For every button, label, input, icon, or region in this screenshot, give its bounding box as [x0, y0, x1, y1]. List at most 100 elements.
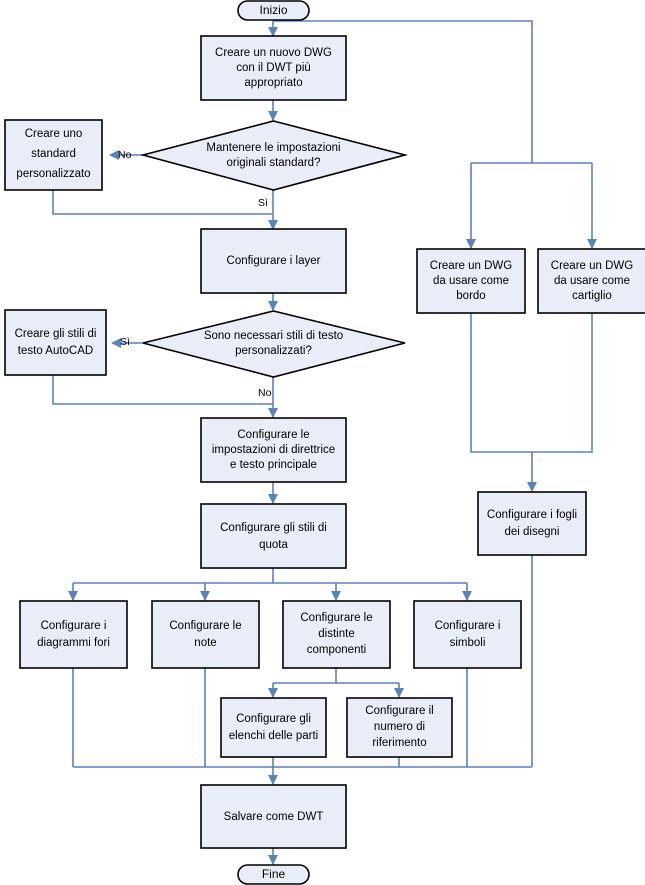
- node-stili-testo-autocad[interactable]: Creare gli stili di testo AutoCAD: [4, 309, 107, 376]
- node-end[interactable]: Fine: [237, 864, 310, 885]
- dwg-bordo-line-1: Creare un DWG: [430, 260, 512, 272]
- arrowhead-dwg-cartiglio: [587, 239, 597, 249]
- arrowhead-simboli: [462, 591, 472, 601]
- fogli-disegni-line-1: Configurare i fogli: [487, 509, 577, 521]
- dwg-bordo-shape: [416, 248, 526, 314]
- numero-riferimento-shape: [346, 697, 453, 758]
- mantenere-impostazioni-shape: [139, 120, 409, 191]
- mantenere-impostazioni-line-2: originali standard?: [227, 157, 321, 169]
- edge-stili-testo-to-direttrice: [52, 375, 273, 405]
- edge-label-no-2: No: [258, 387, 272, 399]
- arrowhead-standard-personalizzato: [109, 150, 119, 160]
- node-simboli[interactable]: Configurare i simboli: [413, 600, 522, 669]
- arrowhead-decision1: [268, 111, 278, 121]
- distinte-componenti-shape: [282, 600, 391, 669]
- standard-personalizzato-line-3: personalizzato: [16, 168, 90, 180]
- elenchi-parti-line-1: Configurare gli: [236, 713, 311, 725]
- node-fogli-disegni[interactable]: Configurare i fogli dei disegni: [477, 491, 587, 556]
- edge-bottom-merge-bar: [72, 668, 532, 784]
- nuovo-dwg-line-2: con il DWT più: [236, 62, 311, 74]
- end-label: Fine: [262, 867, 286, 881]
- edge-label-layer: No Sì Sì No: [118, 149, 272, 399]
- end-terminator-shape: [237, 864, 310, 885]
- node-dwg-bordo[interactable]: Creare un DWG da usare come bordo: [416, 248, 526, 314]
- arrowhead-stili-quota: [268, 494, 278, 504]
- node-stili-quota[interactable]: Configurare gli stili di quota: [200, 503, 347, 569]
- dwg-cartiglio-shape: [537, 248, 645, 314]
- node-note[interactable]: Configurare le note: [151, 600, 260, 669]
- node-direttrice-testo[interactable]: Configurare le impostazioni di direttric…: [200, 417, 347, 483]
- node-mantenere-impostazioni[interactable]: Mantenere le impostazioni originali stan…: [139, 120, 409, 191]
- node-diagrammi-fori[interactable]: Configurare i diagrammi fori: [19, 600, 128, 669]
- node-standard-personalizzato[interactable]: Creare uno standard personalizzato: [4, 119, 103, 191]
- node-dwg-cartiglio[interactable]: Creare un DWG da usare come cartiglio: [537, 248, 645, 314]
- stili-testo-autocad-line-2: testo AutoCAD: [18, 345, 93, 357]
- elenchi-parti-line-2: elenchi delle parti: [229, 730, 319, 742]
- node-elenchi-parti[interactable]: Configurare gli elenchi delle parti: [220, 697, 327, 758]
- dwg-bordo-line-3: bordo: [456, 290, 485, 302]
- standard-personalizzato-line-1: Creare uno: [25, 128, 83, 140]
- arrowhead-stili-testo-autocad: [111, 338, 121, 348]
- arrowhead-dwg-bordo: [466, 239, 476, 249]
- fogli-disegni-shape: [477, 491, 587, 556]
- node-configurare-layer[interactable]: Configurare i layer: [200, 228, 347, 294]
- arrowhead-fine: [268, 855, 278, 865]
- arrowhead-elenchi-parti: [268, 688, 278, 698]
- stili-testo-autocad-line-1: Creare gli stili di: [15, 328, 97, 340]
- arrowhead-direttrice: [268, 408, 278, 418]
- arrowhead-decision2: [268, 301, 278, 311]
- standard-personalizzato-line-2: standard: [31, 148, 76, 160]
- distinte-componenti-line-2: distinte: [318, 628, 354, 640]
- arrowhead-fogli-disegni: [527, 482, 537, 492]
- direttrice-testo-line-1: Configurare le: [237, 429, 309, 441]
- node-salvare-dwt[interactable]: Salvare come DWT: [200, 784, 347, 849]
- dwg-cartiglio-line-2: da usare come: [554, 275, 630, 287]
- diagrammi-fori-shape: [19, 600, 128, 669]
- nuovo-dwg-line-3: appropriato: [244, 77, 302, 89]
- edge-distinte-fanout: [272, 668, 400, 697]
- numero-riferimento-line-2: numero di: [374, 721, 425, 733]
- salvare-dwt-line-1: Salvare come DWT: [224, 811, 324, 823]
- dwg-cartiglio-line-1: Creare un DWG: [551, 260, 633, 272]
- arrowhead-numero-riferimento: [394, 688, 404, 698]
- edge-dwg-merge-to-fogli: [470, 313, 593, 491]
- start-label: Inizio: [259, 3, 287, 17]
- node-distinte-componenti[interactable]: Configurare le distinte componenti: [282, 600, 391, 669]
- numero-riferimento-line-1: Configurare il: [365, 705, 433, 717]
- dwg-bordo-line-2: da usare come: [433, 275, 509, 287]
- edge-quota-fanout: [72, 568, 468, 600]
- note-line-2: note: [194, 637, 216, 649]
- edge-start-to-right-branch: [273, 20, 593, 248]
- arrowhead-configurare-layer: [268, 220, 278, 230]
- note-shape: [151, 600, 260, 669]
- note-line-1: Configurare le: [169, 620, 241, 632]
- arrowhead-note: [200, 591, 210, 601]
- diagrammi-fori-line-2: diagrammi fori: [37, 637, 110, 649]
- stili-testo-necessari-line-2: personalizzati?: [235, 345, 312, 357]
- stili-quota-shape: [200, 503, 347, 569]
- node-start[interactable]: Inizio: [237, 0, 310, 21]
- configurare-layer-shape: [200, 228, 347, 294]
- direttrice-testo-line-3: e testo principale: [230, 459, 317, 471]
- arrowhead-diagrammi-fori: [68, 591, 78, 601]
- edge-standard-personalizzato-to-layer: [52, 190, 273, 215]
- direttrice-testo-line-2: impostazioni di direttrice: [212, 444, 335, 456]
- node-nuovo-dwg[interactable]: Creare un nuovo DWG con il DWT più appro…: [200, 35, 347, 101]
- distinte-componenti-line-1: Configurare le: [300, 612, 372, 624]
- simboli-line-1: Configurare i: [435, 620, 501, 632]
- nuovo-dwg-shape: [200, 35, 347, 101]
- direttrice-testo-shape: [200, 417, 347, 483]
- diagrammi-fori-line-1: Configurare i: [41, 620, 107, 632]
- stili-testo-necessari-line-1: Sono necessari stili di testo: [204, 330, 343, 342]
- stili-quota-line-2: quota: [259, 539, 288, 551]
- distinte-componenti-line-3: componenti: [307, 644, 366, 656]
- numero-riferimento-line-3: riferimento: [372, 737, 426, 749]
- node-numero-riferimento[interactable]: Configurare il numero di riferimento: [346, 697, 453, 758]
- configurare-layer-line-1: Configurare i layer: [227, 255, 321, 267]
- arrowhead-salvare-dwt: [268, 775, 278, 785]
- simboli-line-2: simboli: [450, 637, 486, 649]
- node-stili-testo-necessari[interactable]: Sono necessari stili di testo personaliz…: [142, 310, 406, 378]
- nuovo-dwg-line-1: Creare un nuovo DWG: [215, 47, 332, 59]
